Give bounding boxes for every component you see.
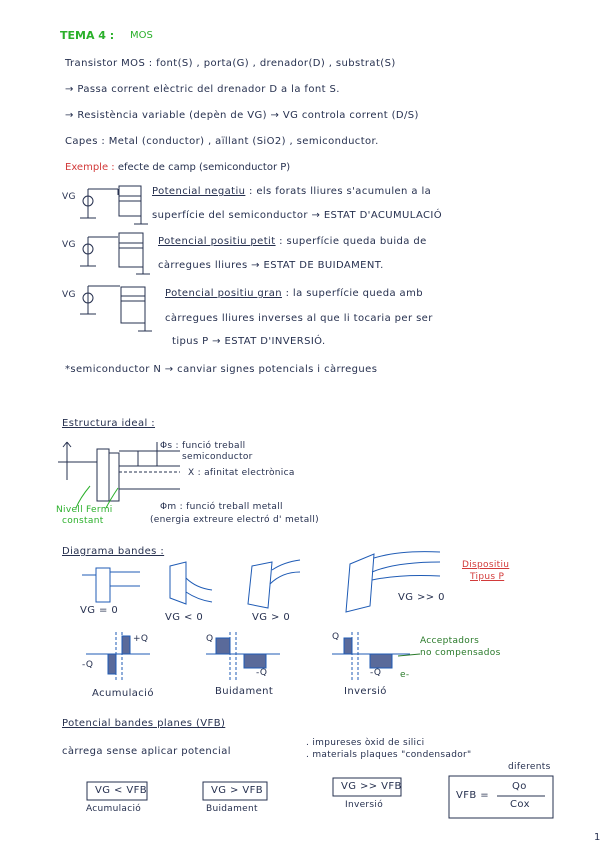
vfb-bullet-3: diferents <box>508 762 551 772</box>
box-3-label: Inversió <box>345 800 383 810</box>
band-diagram-vg-pos <box>248 560 300 608</box>
case-3-line2: càrregues lliures inverses al que li toc… <box>165 313 433 324</box>
tema-label: TEMA 4 : <box>60 29 114 42</box>
dispositiu-label: Dispositiu <box>462 560 509 570</box>
phi-s-label-2: semiconductor <box>182 452 253 462</box>
case-3-line3: tipus P → ESTAT D'INVERSIÓ. <box>172 336 326 347</box>
exemple-text: efecte de camp (semiconductor P) <box>118 162 290 173</box>
formula-numerator: Qo <box>512 781 527 792</box>
nivell-fermi-1: Nivell Fermi <box>56 505 113 515</box>
case-2-title: Potencial positiu petit <box>158 236 276 247</box>
bandes-title: Diagrama bandes : <box>62 546 164 557</box>
label-vg-neg: VG < 0 <box>165 612 203 623</box>
box-3-text: VG >> VFB <box>341 781 402 792</box>
charge-minus-q-3: -Q <box>370 668 381 678</box>
charge-plus-q: +Q <box>133 634 148 644</box>
circuit-diagram-3 <box>80 286 152 331</box>
vfb-bullet-1: . impureses òxid de silici <box>306 738 424 748</box>
case-1-line2: superfície del semiconductor → ESTAT D'A… <box>152 210 442 221</box>
formula-lhs: VFB = <box>456 790 489 801</box>
vg-label-3: VG <box>62 290 76 300</box>
electron-label: e- <box>400 670 409 680</box>
case-1-line1: Potencial negatiu : els forats lliures s… <box>152 186 431 197</box>
line-capes: Capes : Metal (conductor) , aïllant (SiO… <box>65 136 379 147</box>
line-resistencia: → Resistència variable (depèn de VG) → V… <box>65 110 419 121</box>
formula-denominator: Cox <box>510 799 530 810</box>
line-passa-corrent: → Passa corrent elèctric del drenador D … <box>65 84 340 95</box>
charge-q-3: Q <box>332 632 339 642</box>
semiconductor-n-note: *semiconductor N → canviar signes potenc… <box>65 364 377 375</box>
band-diagram-vg0 <box>82 568 140 602</box>
tema-topic: MOS <box>130 30 153 41</box>
tipus-p-label: Tipus P <box>470 572 504 582</box>
label-buidament: Buidament <box>215 686 273 697</box>
case-3-title: Potencial positiu gran <box>165 288 282 299</box>
charge-diagram-buidament <box>206 632 280 680</box>
case-1-title: Potencial negatiu <box>152 186 245 197</box>
chi-label: X : afinitat electrònica <box>188 468 295 478</box>
charge-minus-q-2: -Q <box>256 668 267 678</box>
box-1-text: VG < VFB <box>95 785 147 796</box>
line-exemple: Exemple : efecte de camp (semiconductor … <box>65 162 290 173</box>
charge-q-2: Q <box>206 634 213 644</box>
page-number: 1 <box>594 832 601 843</box>
case-3-line1: Potencial positiu gran : la superfície q… <box>165 288 423 299</box>
box-2-label: Buidament <box>206 804 258 814</box>
vfb-description: càrrega sense aplicar potencial <box>62 746 231 757</box>
label-inversio: Inversió <box>344 686 387 697</box>
label-acumulacio: Acumulació <box>92 688 154 699</box>
phi-m-label: Φm : funció treball metall <box>160 502 283 512</box>
case-2-line1: Potencial positiu petit : superfície que… <box>158 236 427 247</box>
exemple-label: Exemple : <box>65 162 115 173</box>
vfb-bullet-2: . materials plaques "condensador" <box>306 750 471 760</box>
nivell-fermi-2: constant <box>62 516 104 526</box>
line-transistor: Transistor MOS : font(S) , porta(G) , dr… <box>65 58 396 69</box>
acceptadors-2: no compensados <box>420 648 501 658</box>
circuit-diagram-1 <box>80 186 148 224</box>
label-vg0: VG = 0 <box>80 605 118 616</box>
label-vg-large: VG >> 0 <box>398 592 445 603</box>
case-3-rest: : la superfície queda amb <box>286 288 423 299</box>
circuit-diagram-2 <box>80 233 150 274</box>
band-diagram-vg-neg <box>170 562 212 604</box>
charge-minus-q-1: -Q <box>82 660 93 670</box>
case-1-rest: : els forats lliures s'acumulen a la <box>249 186 431 197</box>
box-1-label: Acumulació <box>86 804 141 814</box>
label-vg-pos: VG > 0 <box>252 612 290 623</box>
tema-title: TEMA 4 : <box>60 29 114 42</box>
estructura-title: Estructura ideal : <box>62 418 155 429</box>
box-2-text: VG > VFB <box>211 785 263 796</box>
vg-label-1: VG <box>62 192 76 202</box>
acceptadors-1: Acceptadors <box>420 636 479 646</box>
vg-label-2: VG <box>62 240 76 250</box>
case-2-line2: càrregues lliures → ESTAT DE BUIDAMENT. <box>158 260 384 271</box>
phi-s-label: Φs : funció treball <box>160 441 245 451</box>
case-2-rest: : superfície queda buida de <box>279 236 427 247</box>
phi-m-label-2: (energia extreure electró d' metall) <box>150 515 319 525</box>
vfb-title: Potencial bandes planes (VFB) <box>62 718 225 729</box>
